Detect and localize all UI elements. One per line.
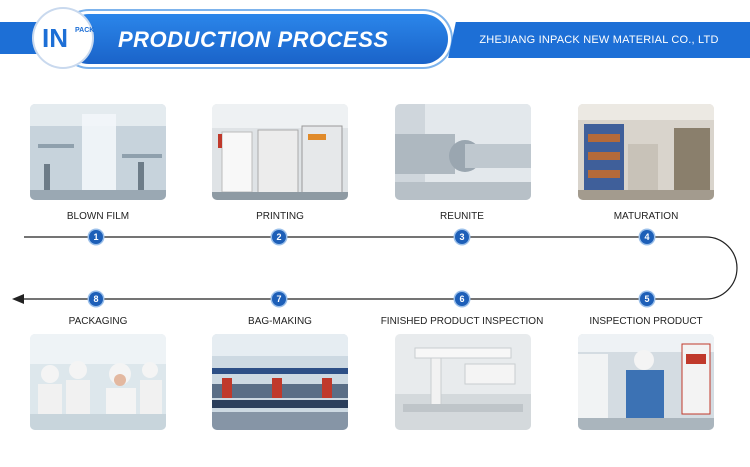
company-logo: IN PACK xyxy=(34,9,95,67)
step-label-finished-product-inspection: FINISHED PRODUCT INSPECTION xyxy=(380,316,544,327)
blown-film-photo xyxy=(30,104,166,200)
step-label-packaging: PACKAGING xyxy=(68,316,128,327)
inspection-product-photo xyxy=(578,334,714,430)
title-banner xyxy=(64,14,448,64)
logo-text-sub: PACK xyxy=(75,27,95,34)
step-label-reunite: REUNITE xyxy=(440,211,484,222)
step-badge-1: 1 xyxy=(89,230,103,244)
packaging-photo xyxy=(30,334,166,430)
company-name: ZHEJIANG INPACK NEW MATERIAL CO., LTD xyxy=(479,34,719,46)
step-label-inspection-product: INSPECTION PRODUCT xyxy=(589,316,703,327)
header-right-bar xyxy=(458,22,750,58)
step-badge-6: 6 xyxy=(455,292,469,306)
step-badge-5: 5 xyxy=(640,292,654,306)
page-title: PRODUCTION PROCESS xyxy=(118,27,389,52)
step-badge-7: 7 xyxy=(272,292,286,306)
step-label-maturation: MATURATION xyxy=(613,211,679,222)
maturation-photo xyxy=(578,104,714,200)
reunite-photo xyxy=(395,104,531,200)
bag-making-photo xyxy=(212,334,348,430)
step-badge-3: 3 xyxy=(455,230,469,244)
step-label-blown-film: BLOWN FILM xyxy=(66,211,130,222)
finished-product-inspection-photo xyxy=(395,334,531,430)
logo-text-main: IN xyxy=(42,23,68,53)
step-label-printing: PRINTING xyxy=(256,211,304,222)
printing-photo xyxy=(212,104,348,200)
step-label-bag-making: BAG-MAKING xyxy=(248,316,312,327)
step-badge-2: 2 xyxy=(272,230,286,244)
step-badge-8: 8 xyxy=(89,292,103,306)
step-badge-4: 4 xyxy=(640,230,654,244)
